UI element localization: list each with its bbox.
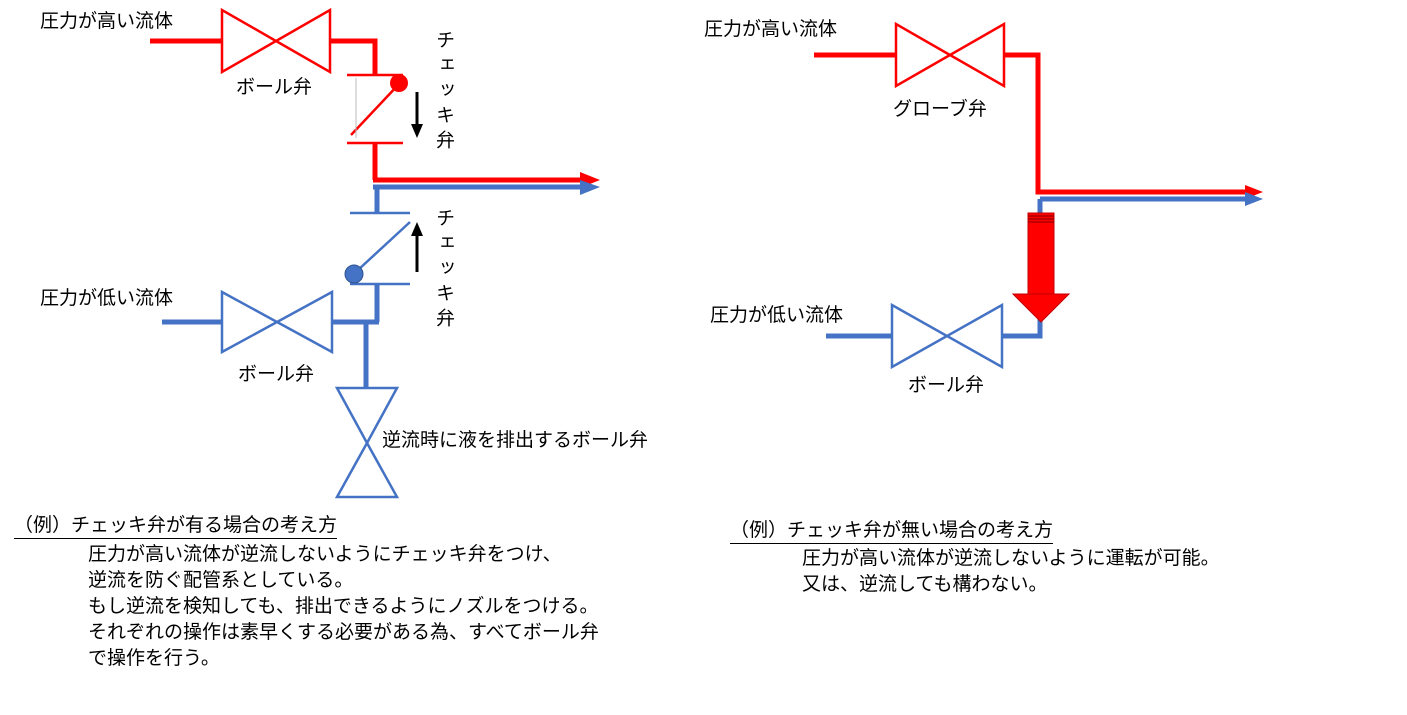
left-description-line: もし逆流を検知しても、排出できるようにノズルをつける。 [88, 595, 599, 617]
left-check-disc-bottom [344, 264, 364, 284]
up-arrow-icon [411, 222, 423, 272]
right-globe-valve [894, 21, 1006, 89]
left-high-pressure-line [150, 38, 580, 183]
left-check-disc-top [390, 74, 408, 92]
right-high-pressure-line [814, 52, 1245, 195]
left-description-line: で操作を行う。 [88, 647, 220, 669]
right-globe-valve-label: グローブ弁 [893, 98, 987, 120]
down-arrow-icon [411, 92, 423, 138]
right-description: 圧力が高い流体が逆流しないように運転が可能。 又は、逆流しても構わない。 [802, 545, 1220, 597]
left-description-line: 逆流を防ぐ配管系としている。 [88, 569, 354, 591]
left-description: 圧力が高い流体が逆流しないようにチェッキ弁をつけ、 逆流を防ぐ配管系としている。… [88, 541, 599, 671]
right-caption: （例）チェッキ弁が無い場合の考え方 [730, 521, 1054, 544]
left-check-valve-top-label: チェッキ弁 [433, 30, 455, 155]
left-ball-valve-top-label: ボール弁 [236, 76, 313, 98]
left-caption: （例）チェッキ弁が有る場合の考え方 [14, 516, 338, 539]
right-ball-valve [890, 302, 1004, 370]
right-low-fluid-label: 圧力が低い流体 [710, 304, 844, 326]
right-high-fluid-label: 圧力が高い流体 [704, 18, 838, 40]
backflow-arrow-icon [1011, 212, 1071, 323]
left-low-fluid-label: 圧力が低い流体 [40, 287, 174, 309]
left-ball-valve-top [220, 7, 332, 75]
left-ball-valve-bottom [220, 289, 334, 355]
left-drain-valve-label: 逆流時に液を排出するボール弁 [382, 429, 649, 451]
left-ball-valve-bottom-label: ボール弁 [238, 363, 315, 385]
right-description-line: 圧力が高い流体が逆流しないように運転が可能。 [802, 547, 1220, 569]
left-description-line: それぞれの操作は素早くする必要がある為、すべてボール弁 [88, 621, 599, 643]
left-check-valve-bottom [350, 211, 411, 286]
left-check-valve-bottom-label: チェッキ弁 [433, 208, 455, 333]
right-outlet-arrowhead-blue [1245, 192, 1263, 206]
right-ball-valve-label: ボール弁 [908, 374, 985, 396]
left-description-line: 圧力が高い流体が逆流しないようにチェッキ弁をつけ、 [88, 543, 562, 565]
left-low-pressure-line [162, 184, 580, 388]
left-outlet-arrowhead-blue [580, 180, 600, 195]
left-high-fluid-label: 圧力が高い流体 [40, 10, 174, 32]
left-drain-ball-valve [334, 386, 400, 499]
left-check-valve-top [347, 73, 403, 145]
right-description-line: 又は、逆流しても構わない。 [802, 573, 1048, 595]
